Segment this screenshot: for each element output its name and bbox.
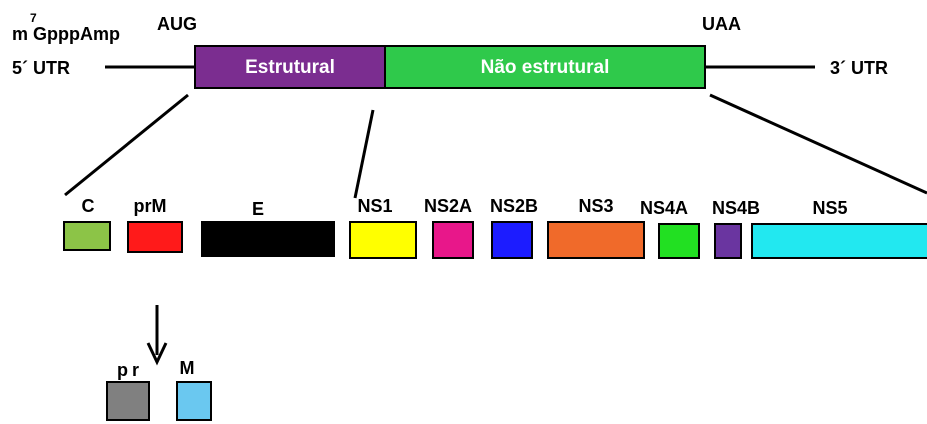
utr3-label: 3´ UTR — [830, 58, 888, 78]
protein-label-ns3: NS3 — [578, 196, 613, 216]
protein-box-ns4b — [714, 223, 742, 259]
m-label: M — [180, 358, 195, 378]
protein-box-ns2a — [432, 221, 474, 259]
stop-codon-label: UAA — [702, 14, 741, 34]
nonstructural-label: Não estrutural — [481, 57, 610, 78]
protein-label-ns2a: NS2A — [424, 196, 472, 216]
zoom-line-right — [709, 93, 927, 195]
protein-box-ns5 — [751, 223, 927, 259]
protein-label-ns5: NS5 — [812, 198, 847, 218]
protein-label-ns4b: NS4B — [712, 198, 760, 218]
utr5-label: 5´ UTR — [12, 58, 70, 78]
protein-box-ns3 — [547, 221, 645, 259]
pr-box — [106, 381, 150, 421]
protein-box-ns2b — [491, 221, 533, 259]
protein-box-c — [63, 221, 111, 251]
cap-label: m GpppAmp — [12, 24, 120, 44]
structural-label: Estrutural — [245, 57, 335, 78]
start-codon-label: AUG — [157, 14, 197, 34]
protein-box-e — [201, 221, 335, 257]
protein-label-ns4a: NS4A — [640, 198, 688, 218]
cap-superscript: 7 — [30, 11, 37, 25]
protein-label-ns1: NS1 — [357, 196, 392, 216]
protein-label-prm: prM — [134, 196, 167, 216]
protein-label-e: E — [252, 199, 264, 219]
protein-label-ns2b: NS2B — [490, 196, 538, 216]
pr-label: pr — [117, 360, 143, 380]
m-box — [176, 381, 212, 421]
nonstructural-region — [384, 45, 706, 89]
cleavage-arrow-head — [146, 342, 168, 366]
protein-box-prm — [127, 221, 183, 253]
zoom-line-left — [64, 93, 189, 197]
protein-box-ns1 — [349, 221, 417, 259]
protein-box-ns4a — [658, 223, 700, 259]
zoom-line-middle — [353, 109, 375, 199]
protein-label-c: C — [82, 196, 95, 216]
